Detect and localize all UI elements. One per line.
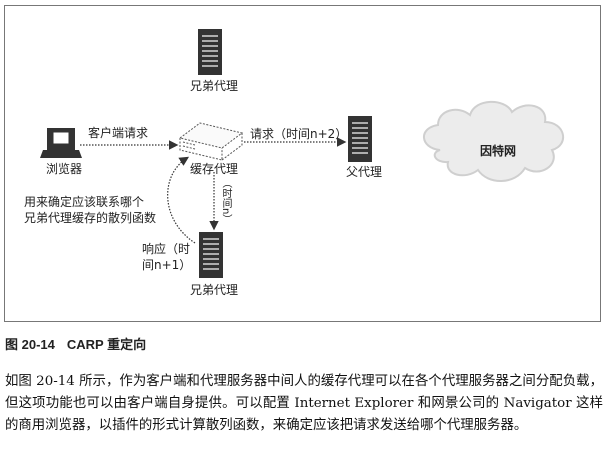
server-tower-icon bbox=[198, 29, 222, 75]
server-tower-icon bbox=[348, 116, 372, 162]
internet-label: 因特网 bbox=[480, 144, 517, 158]
cache-appliance-icon bbox=[178, 122, 244, 161]
sibling-response-arrow bbox=[167, 156, 196, 244]
computer-monitor-icon bbox=[40, 128, 82, 158]
parent-proxy-label: 父代理 bbox=[346, 165, 383, 179]
hash-note-line2: 兄弟代理缓存的散列函数 bbox=[24, 211, 157, 225]
cloud-icon bbox=[423, 100, 564, 182]
figure-title: CARP 重定向 bbox=[66, 337, 147, 352]
request-n2-label: 请求（时间n+2） bbox=[250, 127, 348, 141]
body-paragraph: 如图 20-14 所示，作为客户端和代理服务器中间人的缓存代理可以在各个代理服务… bbox=[5, 374, 603, 433]
time-n-label: （时间n） bbox=[220, 178, 231, 225]
server-tower-icon bbox=[199, 232, 223, 278]
sibling-proxy-top-label: 兄弟代理 bbox=[190, 79, 239, 93]
figure-caption: 图 20-14 CARP 重定向 bbox=[5, 334, 146, 353]
carp-diagram bbox=[40, 29, 564, 278]
figure-frame bbox=[4, 5, 601, 322]
response-label-line1: 响应（时 bbox=[142, 242, 191, 256]
hash-note-line1: 用来确定应该联系哪个 bbox=[24, 195, 145, 209]
figure-number: 图 20-14 bbox=[5, 337, 55, 352]
response-label-line2: 间n+1） bbox=[142, 258, 192, 272]
cache-proxy-label: 缓存代理 bbox=[190, 162, 239, 176]
client-request-label: 客户端请求 bbox=[88, 126, 149, 140]
sibling-proxy-bottom-label: 兄弟代理 bbox=[190, 283, 239, 297]
browser-label: 浏览器 bbox=[46, 162, 83, 176]
